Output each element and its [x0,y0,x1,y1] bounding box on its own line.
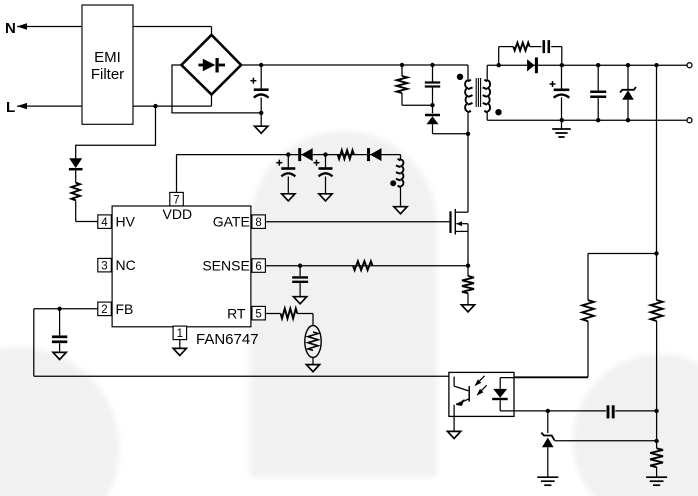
svg-text:FB: FB [116,301,134,317]
svg-text:FAN6747: FAN6747 [196,331,259,348]
svg-text:8: 8 [255,217,261,229]
svg-text:GATE: GATE [213,214,250,230]
svg-text:2: 2 [101,304,107,316]
svg-text:RT: RT [227,306,246,322]
svg-text:VDD: VDD [163,206,193,222]
svg-text:HV: HV [116,214,136,230]
svg-text:Filter: Filter [91,66,124,83]
svg-text:7: 7 [173,195,179,207]
svg-text:6: 6 [255,261,261,273]
svg-text:1: 1 [177,328,183,340]
svg-text:5: 5 [255,308,261,320]
svg-text:4: 4 [101,217,108,229]
svg-text:L: L [6,99,15,116]
svg-text:EMI: EMI [94,49,121,66]
svg-text:3: 3 [101,261,107,273]
svg-text:N: N [5,20,16,37]
svg-text:NC: NC [116,257,136,273]
svg-text:SENSE: SENSE [202,258,249,274]
